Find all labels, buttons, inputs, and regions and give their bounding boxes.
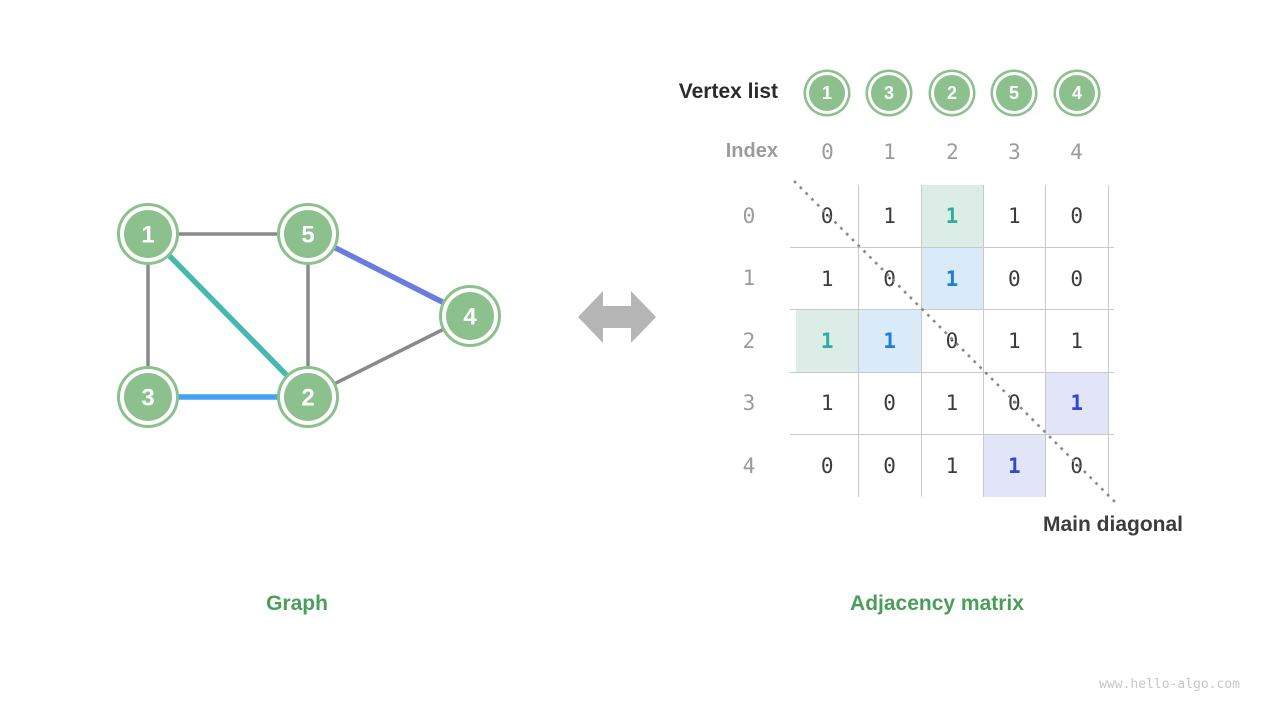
graph-node-4: 4 — [439, 285, 501, 347]
matrix-cell-0-2: 1 — [920, 185, 984, 248]
row-header: 3 — [742, 391, 756, 415]
edge-1-2-teal — [146, 232, 310, 399]
row-header: 2 — [742, 329, 756, 353]
graph-node-5: 5 — [277, 203, 339, 265]
double-arrow-icon — [578, 291, 656, 343]
matrix-cell-0-4: 0 — [1070, 204, 1084, 229]
row-header: 1 — [742, 266, 756, 290]
matrix-cell-2-4: 1 — [1070, 328, 1084, 353]
watermark: www.hello-algo.com — [1099, 677, 1240, 692]
grid-vline — [921, 185, 922, 497]
matrix-cell-1-0: 1 — [820, 266, 834, 291]
matrix-caption: Adjacency matrix — [850, 592, 1024, 615]
graph-node-1: 1 — [117, 203, 179, 265]
grid-vline — [858, 185, 859, 497]
graph-nodes: 1 5 4 3 2 — [117, 203, 501, 428]
row-header: 0 — [742, 204, 756, 228]
graph-node-label: 2 — [301, 385, 314, 412]
graph-node-label: 4 — [463, 304, 477, 331]
graph-node-label: 3 — [141, 385, 154, 412]
matrix-cell-2-2: 0 — [945, 328, 959, 353]
matrix-cell-2-3: 1 — [1008, 328, 1021, 353]
matrix-cell-3-2: 1 — [945, 391, 959, 416]
vertex-circle: 5 — [996, 75, 1032, 111]
matrix-cell-3-0: 1 — [820, 391, 834, 416]
vertex-circle-label: 1 — [821, 82, 832, 103]
matrix-cell-1-2: 1 — [920, 247, 984, 310]
adjacency-matrix: 0 1 1 1 0 1 0 1 0 0 1 1 0 1 1 1 0 1 0 1 … — [796, 185, 1108, 497]
col-header: 4 — [1070, 140, 1083, 164]
grid-hline — [790, 372, 1114, 373]
graph-node-label: 1 — [141, 222, 154, 249]
matrix-cell-4-3: 1 — [983, 434, 1046, 497]
edge-2-4 — [307, 314, 471, 399]
grid-vline — [983, 185, 984, 497]
col-header: 2 — [946, 140, 959, 164]
matrix-cell-0-3: 1 — [1008, 204, 1021, 229]
edge-5-4-indigo — [306, 231, 472, 319]
vertex-circle-label: 4 — [1071, 82, 1082, 103]
graph-edges-gray — [146, 232, 471, 399]
matrix-cell-0-1: 1 — [883, 204, 896, 229]
col-header: 3 — [1008, 140, 1021, 164]
matrix-cell-2-0: 1 — [796, 309, 859, 373]
col-header: 0 — [821, 140, 834, 164]
matrix-cell-4-0: 0 — [820, 453, 834, 478]
graph-caption: Graph — [266, 592, 328, 615]
grid-hline — [790, 309, 1114, 310]
matrix-cell-0-0: 0 — [820, 204, 834, 229]
matrix-cell-4-4: 0 — [1070, 453, 1084, 478]
vertex-circle: 3 — [871, 75, 907, 111]
col-header: 1 — [883, 140, 896, 164]
grid-vline — [1045, 185, 1046, 497]
vertex-circle: 4 — [1059, 75, 1095, 111]
vertex-circle-label: 2 — [946, 82, 957, 103]
main-diagonal-label: Main diagonal — [1042, 513, 1183, 536]
vertex-circle-label: 5 — [1008, 82, 1019, 103]
grid-hline — [790, 247, 1114, 248]
vertex-circle: 2 — [934, 75, 970, 111]
graph-node-label: 5 — [301, 222, 314, 249]
matrix-cell-3-4: 1 — [1045, 372, 1108, 435]
vertex-circle: 1 — [809, 75, 845, 111]
matrix-cell-3-3: 0 — [1008, 391, 1021, 416]
graph-node-2: 2 — [277, 366, 339, 428]
vertex-list-label: Vertex list — [678, 80, 778, 103]
matrix-cell-1-4: 0 — [1070, 266, 1084, 291]
matrix-cell-2-1: 1 — [858, 309, 921, 373]
grid-hline — [790, 434, 1114, 435]
row-header: 4 — [742, 454, 756, 478]
matrix-cell-1-1: 0 — [883, 266, 896, 291]
vertex-circle-label: 3 — [883, 82, 894, 103]
graph-edges-highlighted — [146, 231, 472, 400]
matrix-cell-4-2: 1 — [945, 453, 959, 478]
matrix-cell-4-1: 0 — [883, 453, 896, 478]
grid-vline — [1108, 185, 1109, 497]
matrix-cell-1-3: 0 — [1008, 266, 1021, 291]
matrix-cell-3-1: 0 — [883, 391, 896, 416]
graph-node-3: 3 — [117, 366, 179, 428]
index-label: Index — [725, 140, 778, 162]
